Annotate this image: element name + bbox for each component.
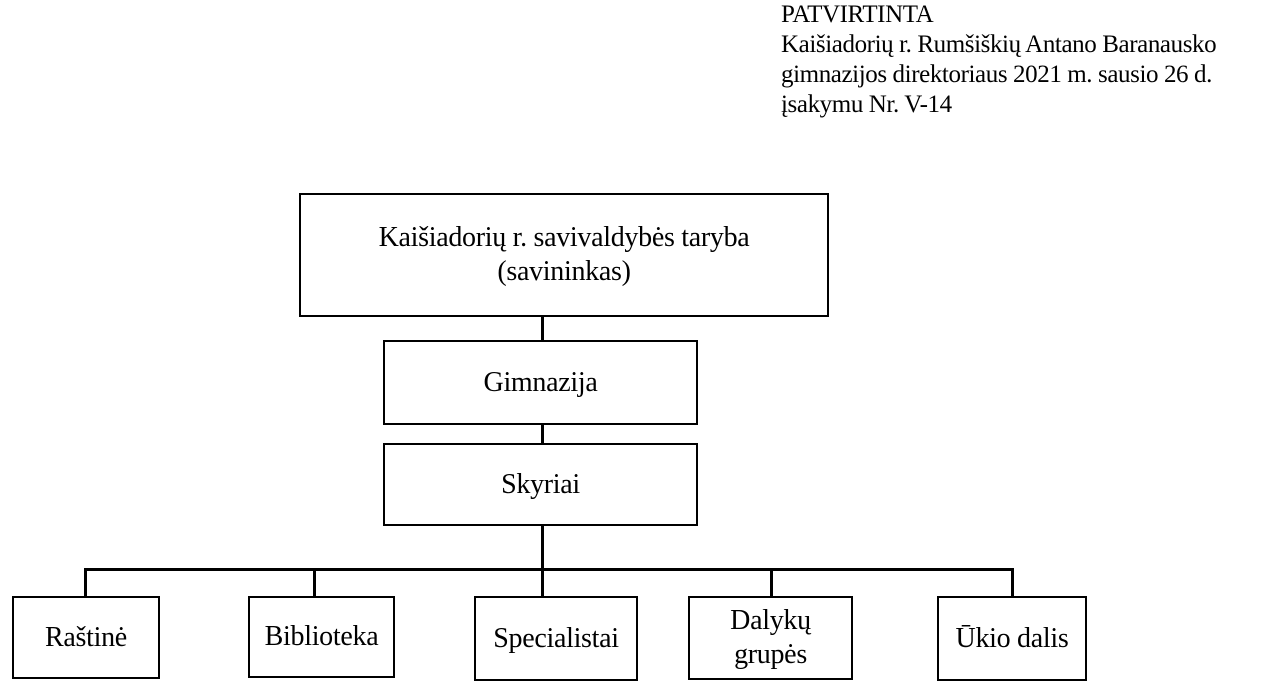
node-savivaldybes-taryba: Kaišiadorių r. savivaldybės taryba (savi… — [299, 193, 829, 317]
approval-note-line-2: Kaišiadorių r. Rumšiškių Antano Baranaus… — [781, 31, 1217, 58]
connector-root-to-gimnazija — [541, 317, 544, 340]
approval-note-line-4: įsakymu Nr. V-14 — [781, 91, 952, 118]
connector-stub-biblioteka — [313, 568, 316, 596]
node-dalyku-grupes-label: Dalykų grupės — [730, 605, 811, 670]
node-ukio-dalis: Ūkio dalis — [937, 596, 1087, 681]
approval-note-line-3: gimnazijos direktoriaus 2021 m. sausio 2… — [781, 61, 1212, 88]
node-specialistai: Specialistai — [474, 596, 638, 681]
node-gimnazija-label: Gimnazija — [483, 366, 598, 398]
node-skyriai: Skyriai — [383, 443, 698, 526]
approval-note-line-1: PATVIRTINTA — [781, 1, 934, 28]
node-biblioteka: Biblioteka — [248, 596, 395, 678]
node-biblioteka-label: Biblioteka — [264, 621, 379, 653]
node-rastine-label: Raštinė — [45, 621, 127, 653]
connector-skyriai-to-departments — [541, 526, 544, 596]
connector-gimnazija-to-skyriai — [541, 425, 544, 443]
connector-stub-ukio-dalis — [1011, 568, 1014, 596]
node-savivaldybes-taryba-label-line-1: Kaišiadorių r. savivaldybės taryba — [378, 222, 750, 254]
connector-departments-horizontal — [85, 568, 1014, 571]
node-gimnazija: Gimnazija — [383, 340, 698, 425]
connector-stub-dalyku-grupes — [770, 568, 773, 596]
node-ukio-dalis-label: Ūkio dalis — [955, 622, 1069, 654]
node-dalyku-grupes: Dalykų grupės — [688, 596, 853, 680]
connector-stub-rastine — [84, 568, 87, 596]
node-rastine: Raštinė — [12, 596, 160, 679]
node-specialistai-label: Specialistai — [493, 622, 619, 654]
node-skyriai-label: Skyriai — [501, 468, 580, 500]
node-savivaldybes-taryba-label-line-2: (savininkas) — [497, 256, 631, 287]
approval-note: PATVIRTINTA Kaišiadorių r. Rumšiškių Ant… — [781, 0, 1217, 120]
